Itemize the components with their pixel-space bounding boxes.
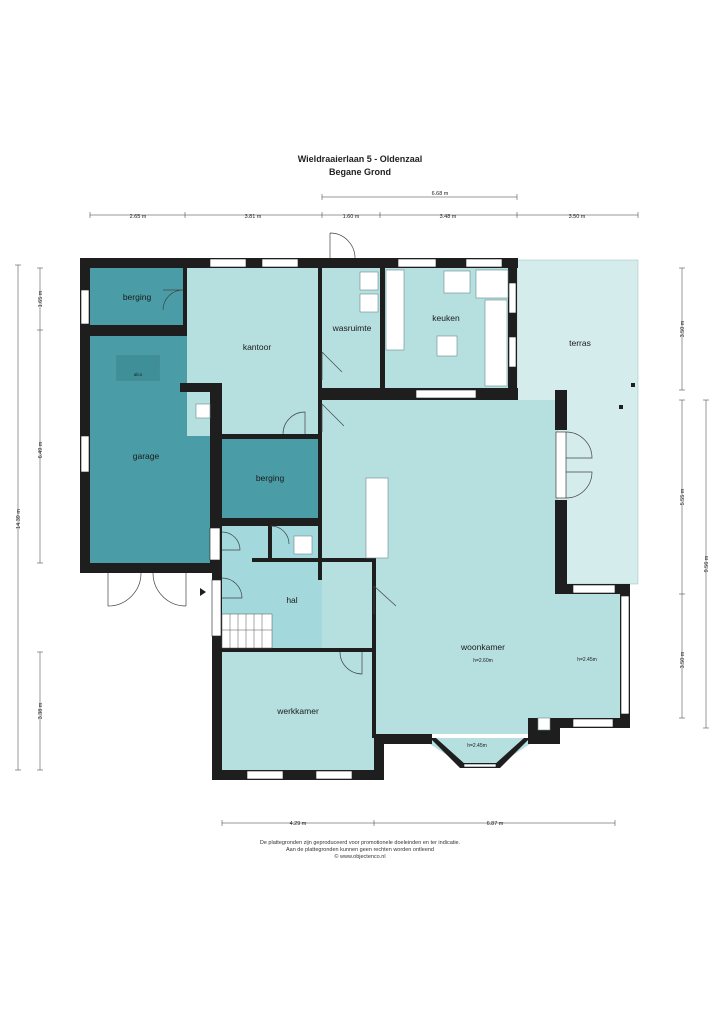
footer-line-1: De plattegronden zijn geproduceerd voor … [259,840,461,846]
label-woonkamer: woonkamer [460,642,505,652]
alco-box [115,354,161,382]
label-terras: terras [569,338,591,348]
dim-top-5: 3.50 m [569,214,586,220]
dim-top-total: 6.68 m [432,191,449,197]
label-berging-top: berging [123,292,152,302]
kitchen-island [436,335,458,357]
dim-left-1: 1.65 m [38,290,44,307]
terrace-posts [619,383,635,409]
dim-left-2: 6.49 m [38,441,44,458]
berging-mid-fill [222,438,320,518]
wasruimte-washer [359,271,379,291]
dimension-labels: 6.68 m 2.65 m 3.81 m 1.60 m 3.48 m 3.50 … [16,191,710,827]
label-kantoor: kantoor [243,342,272,352]
dim-bottom-2: 6.87 m [487,821,504,827]
label-wasruimte: wasruimte [332,323,372,333]
kitchen-counter-right [484,299,508,387]
footer-disclaimer: De plattegronden zijn geproduceerd voor … [0,840,720,861]
toilet-bowl [293,535,313,555]
floor-name: Begane Grond [328,167,391,177]
kitchen-counter-top [475,269,509,299]
room-labels: berging alco garage kantoor wasruimte ke… [123,292,597,749]
label-woonkamer-height: h=2.60m [473,658,493,664]
label-werkkamer: werkkamer [276,706,319,716]
label-erker-height: h=2.45m [467,743,487,749]
label-hal: hal [286,595,297,605]
label-serre-height: h=2.45m [577,657,597,663]
fixtures [115,269,551,731]
label-berging-mid: berging [256,473,285,483]
dim-bottom-1: 4.29 m [290,821,307,827]
serre-fill [558,594,628,718]
label-alco: alco [134,372,143,377]
room-fills [90,259,639,770]
label-keuken: keuken [432,313,460,323]
doors [107,232,593,675]
dim-top-2: 3.81 m [245,214,262,220]
footer-line-2: Aan de plattegronden kunnen geen rechten… [285,847,434,853]
kitchen-hob [443,270,471,294]
plan-title: Wieldraaierlaan 5 - Oldenzaal [297,154,423,164]
fireplace [537,717,551,731]
dim-right-3: 3.50 m [680,651,686,668]
wasruimte-dryer [359,293,379,313]
dim-right-2: 5.55 m [680,488,686,505]
label-garage: garage [133,451,160,461]
sofa-block [365,477,389,559]
dim-right-1: 3.50 m [680,320,686,337]
berging-top-fill [90,268,183,325]
dim-right-total: 9.56 m [704,555,710,572]
staircase [221,613,273,649]
windows [80,258,630,780]
kitchen-tall-units [385,269,405,351]
dim-top-3: 1.60 m [343,214,360,220]
dim-left-3: 3.38 m [38,702,44,719]
dim-top-4: 3.48 m [440,214,457,220]
dimension-lines [15,194,709,826]
garage-sink [195,403,211,419]
werkkamer-fill [222,652,374,770]
footer-line-3: © www.objectenco.nl [334,854,386,860]
dim-left-total: 14.39 m [16,509,22,529]
entrance-arrow-icon [200,588,206,596]
dim-top-1: 2.65 m [130,214,147,220]
